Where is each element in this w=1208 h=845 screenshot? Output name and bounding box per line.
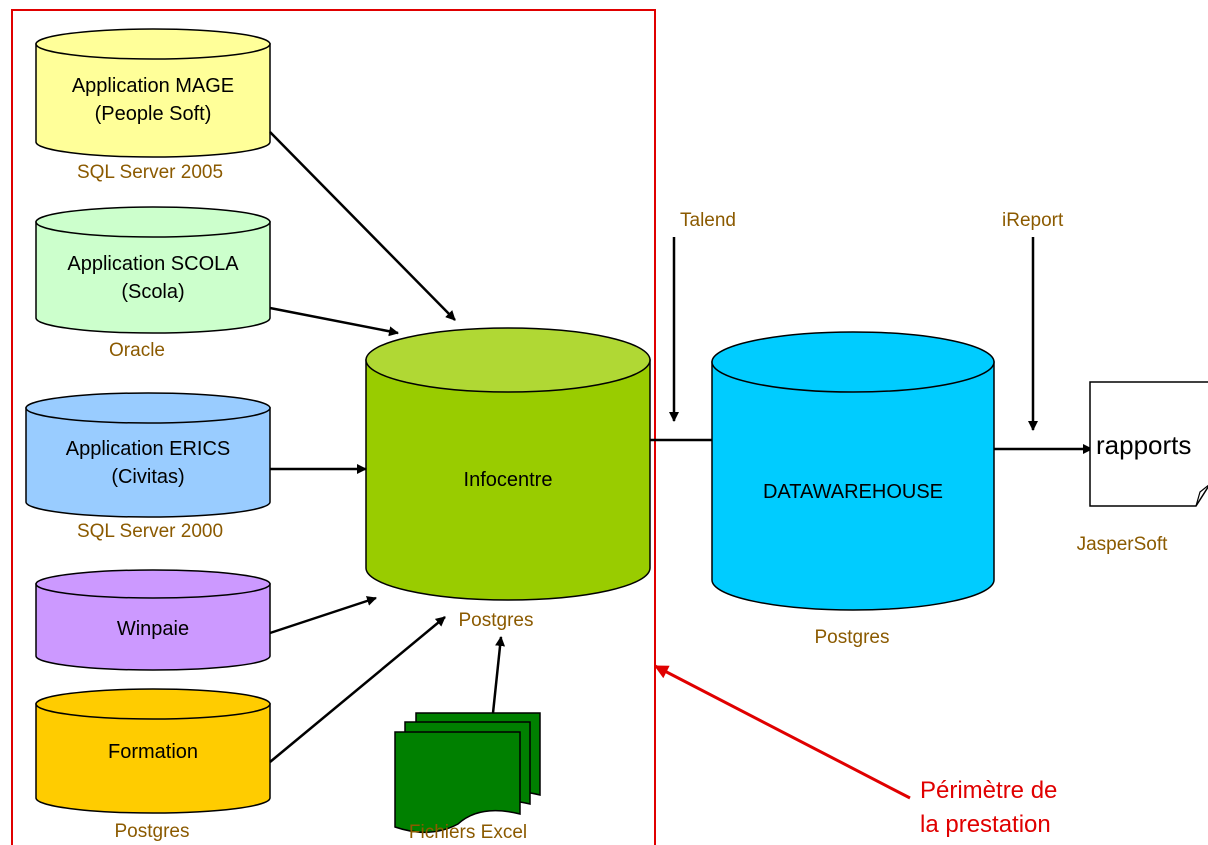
rapports-label: rapports bbox=[1096, 430, 1191, 460]
arrow-perimeter bbox=[654, 664, 911, 800]
talend-label: Talend bbox=[680, 210, 736, 231]
winpaie-label: Winpaie bbox=[117, 618, 189, 640]
arrow-mage-to-infocentre bbox=[269, 131, 456, 321]
erics-label-line1: Application ERICS bbox=[66, 438, 231, 460]
scola-label-line2: (Scola) bbox=[121, 281, 184, 303]
datawarehouse-label: DATAWAREHOUSE bbox=[763, 481, 943, 503]
scola-label-line1: Application SCOLA bbox=[67, 253, 239, 275]
arrow-scola-to-infocentre bbox=[269, 306, 399, 337]
formation-database: Formation bbox=[35, 688, 271, 814]
arrow-winpaie-to-infocentre bbox=[269, 596, 377, 635]
erics-caption: SQL Server 2000 bbox=[77, 521, 223, 542]
erics-database: Application ERICS (Civitas) bbox=[25, 392, 271, 518]
rapports-document: rapports bbox=[1089, 381, 1208, 507]
excel-files-icon bbox=[394, 712, 541, 834]
mage-database: Application MAGE (People Soft) bbox=[35, 28, 271, 158]
excel-caption: Fichiers Excel bbox=[409, 822, 527, 843]
winpaie-database: Winpaie bbox=[35, 569, 271, 671]
datawarehouse-caption: Postgres bbox=[815, 627, 890, 648]
erics-label-line2: (Civitas) bbox=[111, 466, 184, 488]
datawarehouse-database: DATAWAREHOUSE bbox=[711, 331, 995, 611]
arrow-excel-to-infocentre bbox=[491, 636, 506, 714]
scola-caption: Oracle bbox=[109, 340, 165, 361]
formation-caption: Postgres bbox=[115, 821, 190, 842]
infocentre-database: Infocentre bbox=[365, 327, 651, 601]
perimeter-box bbox=[11, 9, 656, 845]
infocentre-caption: Postgres bbox=[459, 610, 534, 631]
perimeter-label-line2: la prestation bbox=[920, 811, 1051, 838]
arrow-formation-to-infocentre bbox=[269, 616, 446, 763]
jaspersoft-caption: JasperSoft bbox=[1077, 534, 1169, 555]
infocentre-label: Infocentre bbox=[464, 469, 553, 491]
scola-database: Application SCOLA (Scola) bbox=[35, 206, 271, 334]
mage-label-line1: Application MAGE bbox=[72, 75, 234, 97]
ireport-label: iReport bbox=[1002, 210, 1064, 231]
mage-label-line2: (People Soft) bbox=[95, 103, 212, 125]
perimeter-label-line1: Périmètre de bbox=[920, 777, 1057, 804]
mage-caption: SQL Server 2005 bbox=[77, 162, 223, 183]
formation-label: Formation bbox=[108, 741, 198, 763]
